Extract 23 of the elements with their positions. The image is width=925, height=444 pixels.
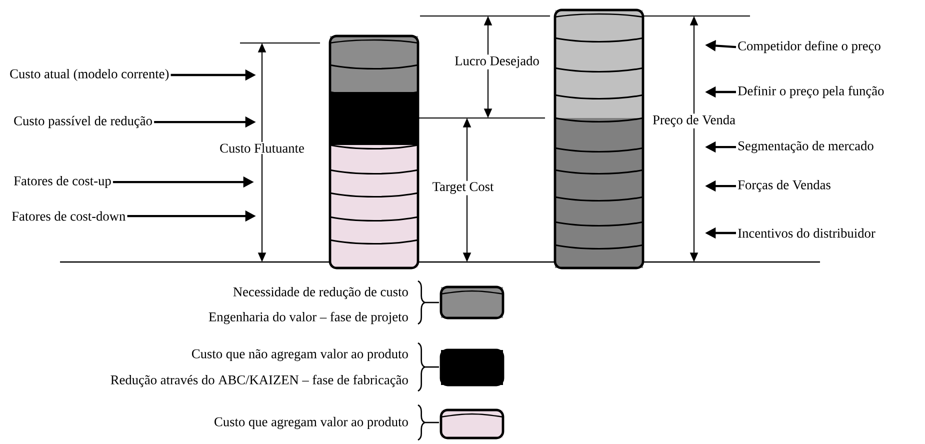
legend-text: Engenharia do valor – fase de projeto — [208, 312, 408, 324]
legend-text: Necessidade de redução de custo — [233, 286, 408, 300]
dimension-label: Preço de Venda — [651, 114, 737, 128]
cylinder-disk — [440, 286, 504, 320]
factor-text: Custo atual (modelo corrente) — [10, 68, 169, 82]
factor-text: Custo passível de redução — [14, 116, 152, 128]
cylinder-stack — [328, 34, 420, 270]
dimension-label: Target Cost — [430, 180, 496, 196]
legend-text: Custo que agregam valor ao produto — [214, 416, 408, 430]
factor-text: Incentivos do distribuidor — [738, 228, 876, 238]
factor-text: Forças de Vendas — [738, 180, 830, 192]
factor-text: Competidor define o preço — [738, 40, 880, 54]
factor-text: Definir o preço pela função — [738, 86, 884, 98]
cylinder-stack — [554, 8, 644, 270]
dimension-label: Custo Flutuante — [218, 142, 306, 154]
factor-text: Fatores de cost-up — [14, 176, 111, 188]
dimension-label: Lucro Desejado — [453, 54, 541, 70]
factor-text: Segmentação de mercado — [738, 140, 874, 154]
cylinder-disk — [440, 408, 504, 440]
cylinder-disk — [440, 348, 504, 386]
legend-text: Custo que não agregam valor ao produto — [192, 348, 408, 362]
factor-text: Fatores de cost-down — [12, 211, 126, 221]
legend-text: Redução através do ABC/KAIZEN – fase de fabricação — [110, 374, 408, 388]
